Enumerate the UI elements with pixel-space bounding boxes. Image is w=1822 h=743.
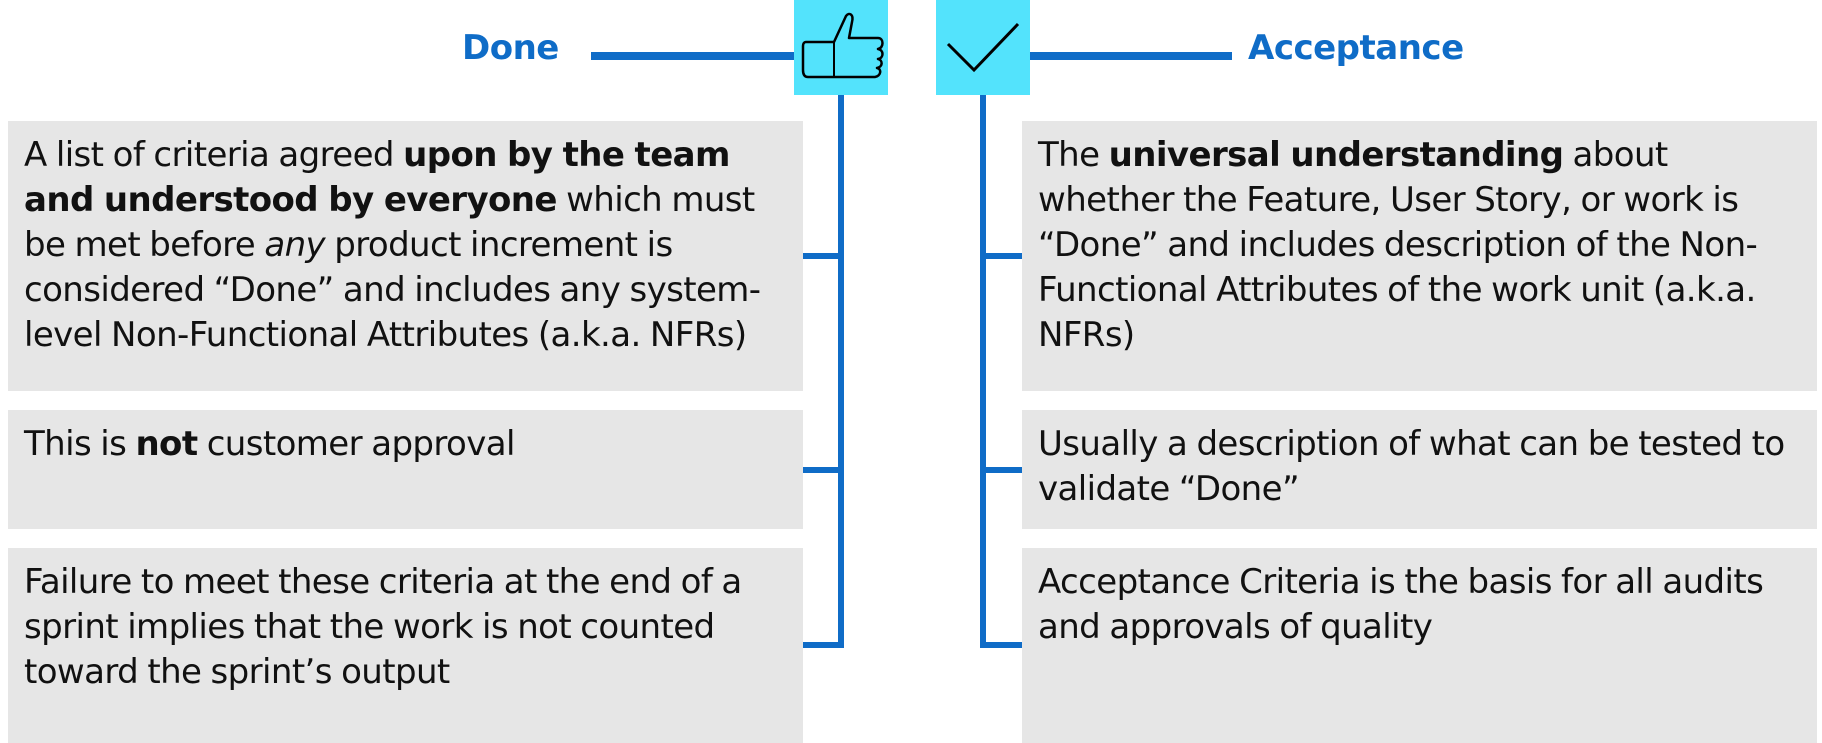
acceptance-card-2: Usually a description of what can be tes… [1022,410,1817,529]
acceptance-icon-box [936,0,1030,95]
acceptance-card-3: Acceptance Criteria is the basis for all… [1022,548,1817,743]
acceptance-heading-connector [1026,52,1232,60]
done-heading: Done [462,28,559,68]
done-card-1: A list of criteria agreed upon by the te… [8,121,803,391]
acceptance-branch-1 [980,253,1022,259]
done-card-3: Failure to meet these criteria at the en… [8,548,803,743]
thumbs-up-icon [801,12,884,79]
done-branch-1 [803,253,844,259]
acceptance-spine [980,95,986,648]
done-card-2: This is not customer approval [8,410,803,529]
acceptance-card-1: The universal understanding about whethe… [1022,121,1817,391]
acceptance-heading: Acceptance [1248,28,1464,68]
done-branch-3 [803,642,844,648]
done-icon-box [794,0,888,95]
done-spine [838,95,844,648]
acceptance-branch-2 [980,467,1022,473]
done-heading-connector [591,52,797,60]
acceptance-branch-3 [980,642,1022,648]
checkmark-icon [946,22,1020,73]
done-branch-2 [803,467,844,473]
